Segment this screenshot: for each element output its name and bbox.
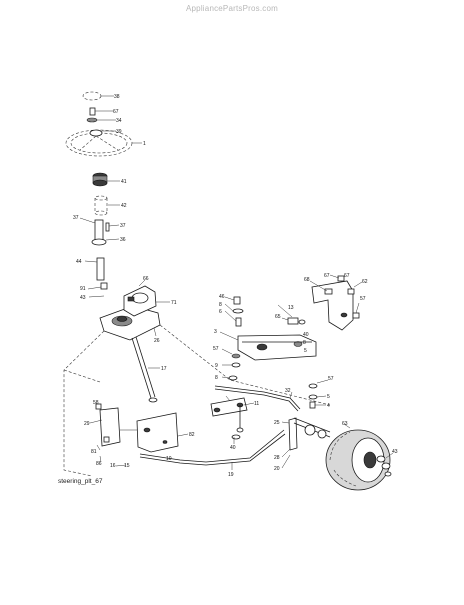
steering-spacer — [94, 195, 120, 216]
callout-91: 91 — [80, 286, 86, 292]
callout-36: 36 — [120, 237, 126, 243]
callout-44: 44 — [76, 259, 82, 265]
callout-5: 5 — [327, 394, 330, 400]
callout-32: 32 — [285, 388, 291, 394]
callout-37: 37 — [73, 215, 79, 221]
callout-82: 82 — [189, 432, 195, 438]
callout-29: 29 — [84, 421, 90, 427]
steering-bushing — [92, 172, 120, 187]
callout-67: 67 — [113, 109, 119, 115]
callout-41: 41 — [121, 179, 127, 185]
callout-67: 67 — [344, 273, 350, 279]
steering-cap — [82, 91, 114, 101]
callout-8: 8 — [215, 375, 218, 381]
callout-11: 11 — [254, 401, 259, 407]
callout-3: 3 — [214, 329, 217, 335]
callout-26: 26 — [154, 338, 160, 344]
tie-rod-ends — [308, 379, 329, 409]
callout-43: 43 — [80, 295, 86, 301]
callout-66: 66 — [143, 276, 149, 282]
steering-shaft-17 — [131, 336, 160, 403]
callout-46: 46 — [219, 294, 225, 300]
callout-57: 57 — [360, 296, 366, 302]
axle-bracket — [277, 274, 363, 331]
callout-5: 5 — [304, 348, 307, 354]
pivot-washers — [221, 362, 241, 381]
spindle — [281, 417, 331, 469]
callout-58: 58 — [93, 400, 99, 406]
callout-40: 40 — [303, 332, 309, 338]
steering-bolt — [86, 107, 116, 123]
lower-bracket — [89, 403, 189, 467]
callout-57: 57 — [328, 376, 334, 382]
callout-57: 57 — [213, 346, 219, 352]
callout-40: 40 — [230, 445, 236, 451]
steering-wheel — [65, 129, 142, 157]
callout-20: 20 — [274, 466, 280, 472]
frame-outline — [63, 324, 331, 477]
steering-shaft-upper — [79, 217, 120, 246]
diagram-caption: steering_plt_67 — [58, 478, 103, 485]
callout-1: 1 — [143, 141, 146, 147]
callout-34: 34 — [116, 118, 122, 124]
callout-19: 19 — [228, 472, 234, 478]
callout-16: 16 — [110, 463, 116, 469]
pivot-bolts-left — [224, 296, 244, 327]
callout-86: 86 — [96, 461, 102, 467]
watermark: AppliancePartsPros.com — [186, 4, 278, 13]
callout-38: 38 — [114, 94, 120, 100]
callout-68: 68 — [304, 277, 310, 283]
drag-link — [214, 385, 301, 412]
callout-71: 71 — [171, 300, 177, 306]
callout-65: 65 — [275, 314, 281, 320]
callout-4: 4 — [327, 403, 330, 409]
callout-39: 39 — [116, 129, 122, 135]
callout-81: 81 — [91, 449, 97, 455]
callout-37: 37 — [120, 223, 126, 229]
steering-plate — [219, 331, 317, 361]
steering-gear-housing — [99, 279, 170, 341]
callout-28: 28 — [274, 455, 280, 461]
callout-8: 8 — [219, 302, 222, 308]
steering-shaft-lower — [84, 257, 108, 298]
drag-rod — [139, 429, 286, 470]
callout-9: 9 — [215, 363, 218, 369]
callout-8: 8 — [303, 340, 306, 346]
callout-13: 13 — [288, 305, 294, 311]
callout-42: 42 — [121, 203, 127, 209]
callout-15: 15 — [124, 463, 130, 469]
callout-62: 62 — [362, 279, 368, 285]
callout-63: 63 — [342, 421, 348, 427]
callout-43: 43 — [392, 449, 398, 455]
callout-17: 17 — [161, 366, 167, 372]
callout-6: 6 — [219, 309, 222, 315]
steering-arm-center — [210, 395, 255, 444]
callout-25: 25 — [274, 420, 280, 426]
callout-10: 10 — [166, 456, 172, 462]
callout-67: 67 — [324, 273, 330, 279]
front-wheel — [325, 423, 394, 491]
